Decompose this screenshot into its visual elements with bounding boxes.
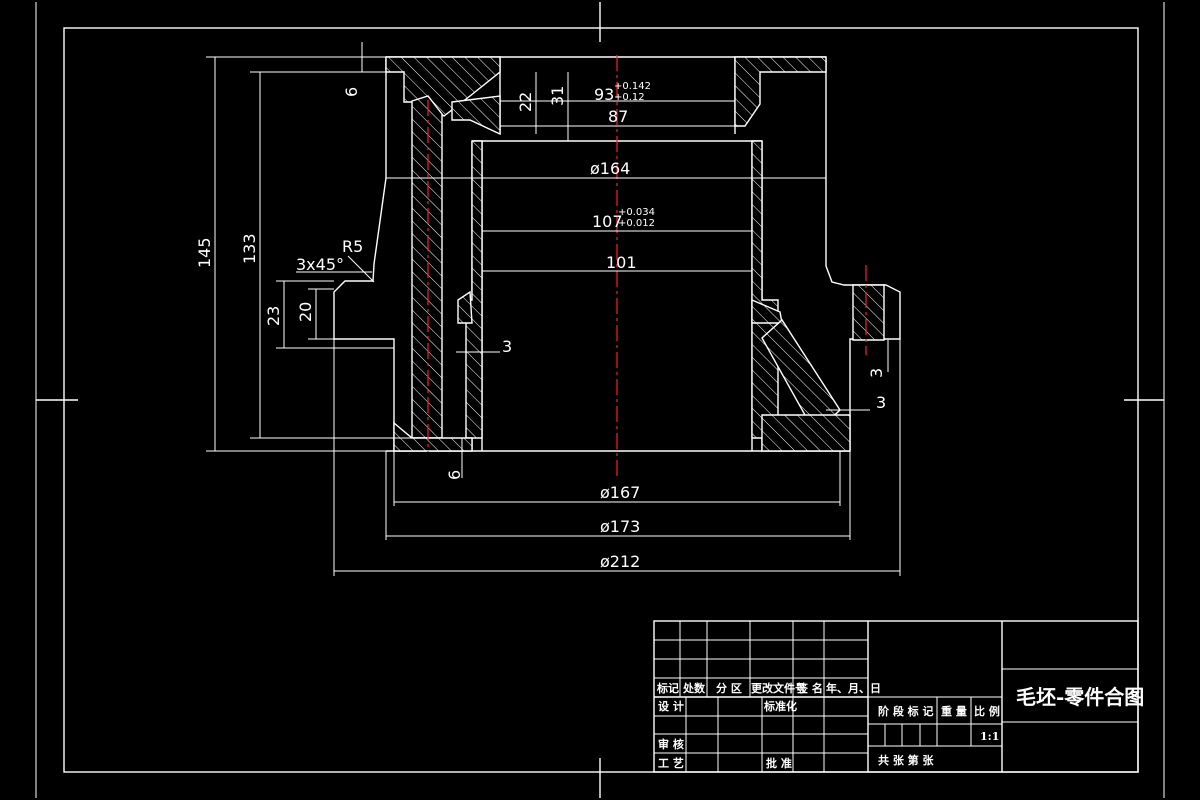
tb-scale-value: 1:1 bbox=[980, 730, 999, 743]
tb-zone: 分 区 bbox=[716, 681, 742, 695]
dim-101: 101 bbox=[606, 253, 637, 272]
dimension-lines bbox=[206, 42, 901, 576]
dim-87: 87 bbox=[608, 107, 628, 126]
dim-3-right-a: 3 bbox=[867, 368, 886, 378]
dim-167: ø167 bbox=[600, 483, 640, 502]
dimension-texts: 93 +0.142 +0.12 87 ø164 107 +0.034 +0.01… bbox=[195, 81, 886, 571]
title-block-texts: 标记 处数 分 区 更改文件号 签 名 年、月、日 设 计 标准化 审 核 工 … bbox=[656, 681, 1144, 770]
dim-145: 145 bbox=[195, 237, 214, 268]
title-block bbox=[653, 620, 1139, 773]
dim-22: 22 bbox=[516, 92, 535, 112]
section-hatching bbox=[385, 56, 885, 452]
tb-mark: 标记 bbox=[656, 681, 679, 695]
dim-133: 133 bbox=[240, 233, 259, 264]
dim-23: 23 bbox=[264, 306, 283, 326]
dim-93: 93 bbox=[594, 85, 614, 104]
dim-107-tol-upper: +0.034 bbox=[618, 207, 655, 218]
dim-212: ø212 bbox=[600, 552, 640, 571]
dim-3-left: 3 bbox=[502, 337, 512, 356]
dim-107: 107 bbox=[592, 212, 623, 231]
tb-sheet-info: 共 张 第 张 bbox=[878, 753, 934, 767]
drawing-title: 毛坯-零件合图 bbox=[1016, 685, 1144, 709]
tb-design: 设 计 bbox=[658, 699, 684, 713]
chamfer-note: 3x45° bbox=[296, 255, 344, 274]
dim-3-right-b: 3 bbox=[876, 393, 886, 412]
tb-stage-mark: 阶 段 标 记 bbox=[878, 704, 934, 718]
dim-93-tol-upper: +0.142 bbox=[614, 81, 651, 92]
dim-173: ø173 bbox=[600, 517, 640, 536]
tb-change-doc: 更改文件号 bbox=[751, 681, 806, 695]
dim-6-bottom: 6 bbox=[445, 470, 464, 480]
tb-scale-label: 比 例 bbox=[974, 704, 1000, 718]
dim-164: ø164 bbox=[590, 159, 630, 178]
tb-count: 处数 bbox=[682, 681, 706, 695]
centre-lines bbox=[427, 55, 867, 478]
dim-93-tol-lower: +0.12 bbox=[614, 92, 645, 103]
dim-6-top: 6 bbox=[342, 87, 361, 97]
tb-signature: 签 名 bbox=[796, 681, 823, 695]
dim-31: 31 bbox=[548, 86, 567, 106]
tb-date: 年、月、日 bbox=[826, 681, 881, 695]
tb-process: 工 艺 bbox=[658, 756, 684, 770]
dim-20: 20 bbox=[296, 302, 315, 322]
tb-standardization: 标准化 bbox=[763, 699, 797, 713]
radius-note: R5 bbox=[342, 237, 363, 256]
sheet-border bbox=[35, 2, 1165, 798]
tb-weight: 重 量 bbox=[941, 704, 967, 718]
dim-107-tol-lower: +0.012 bbox=[618, 218, 655, 229]
tb-approve: 批 准 bbox=[766, 756, 792, 770]
tb-review: 审 核 bbox=[658, 737, 684, 751]
